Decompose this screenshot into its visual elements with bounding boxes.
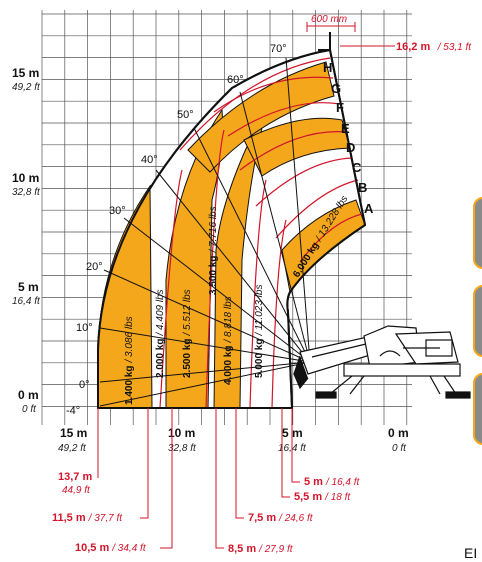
cap-4000: 4.000 kg/ 8.818 lbs — [223, 296, 234, 385]
reach-13-7m-ft: 44,9 ft — [62, 485, 91, 496]
y-label-10m-ft: 32,8 ft — [12, 187, 41, 198]
angle-ray — [103, 269, 311, 363]
reach-7-5m: 7,5 m/ 24,6 ft — [248, 512, 314, 524]
reach-leader-lines — [97, 408, 300, 549]
band-top — [187, 61, 335, 173]
y-label-15m-ft: 49,2 ft — [12, 82, 41, 93]
angle-0: 0° — [79, 379, 90, 391]
radius-arc — [271, 219, 287, 409]
radius-arc — [275, 179, 359, 239]
side-tab-3[interactable] — [473, 373, 482, 445]
angle-20: 20° — [86, 261, 103, 273]
reach-11-5m: 11,5 m/ 37,7 ft — [52, 512, 123, 524]
angle-30: 30° — [109, 205, 126, 217]
radius-arc — [227, 102, 341, 137]
angle-ray — [99, 361, 311, 383]
pos-H: H — [323, 60, 332, 75]
y-label-5m: 5 m — [18, 280, 39, 294]
radius-arc — [205, 129, 225, 409]
extension-letters: H G F E D C B A — [323, 60, 374, 216]
radius-arc — [255, 157, 353, 207]
side-text: EI — [464, 545, 477, 561]
x-axis-labels: 15 m 49,2 ft 10 m 32,8 ft 5 m 16,4 ft 0 … — [58, 426, 409, 454]
angle-ray — [123, 217, 311, 363]
side-tab-2[interactable] — [473, 285, 482, 357]
reach-5-5m: 5,5 m/ 18 ft — [294, 491, 351, 503]
pos-D: D — [346, 140, 355, 155]
y-label-15m: 15 m — [12, 66, 39, 80]
x-label-10m-ft: 32,8 ft — [168, 443, 197, 454]
cap-1400: 1.400 kg/ 3.086 lbs — [124, 316, 135, 405]
side-tabs: EI — [464, 197, 482, 561]
y-label-0m-ft: 0 ft — [22, 404, 37, 415]
radius-arc — [159, 169, 183, 409]
pos-E: E — [341, 121, 350, 136]
angle-50: 50° — [177, 109, 194, 121]
angle-labels: 70° 60° 50° 40° 30° 20° 10° 0° -4° — [66, 43, 287, 417]
pos-A: A — [364, 201, 374, 216]
boom-angle-lines — [99, 57, 311, 407]
boom-tip: 600 mm — [306, 14, 395, 51]
angle-ray — [99, 327, 311, 363]
y-axis-labels: 15 m 49,2 ft 10 m 32,8 ft 5 m 16,4 ft 0 … — [12, 66, 41, 415]
max-height-label: 16,2 m / 53,1 ft — [396, 37, 472, 54]
reach-callouts: 13,7 m 44,9 ft 11,5 m/ 37,7 ft 10,5 m/ 3… — [52, 471, 361, 555]
angle-ray — [193, 127, 311, 363]
angle-ray — [285, 57, 311, 363]
x-label-0m-ft: 0 ft — [392, 443, 407, 454]
cap-2000: 2.000 kg/ 4.409 lbs — [155, 289, 166, 378]
dim-600mm-label: 600 mm — [311, 14, 347, 25]
side-tab-1[interactable] — [473, 197, 482, 269]
angle-10: 10° — [76, 322, 93, 334]
radius-arc — [213, 76, 334, 113]
radius-arc — [179, 57, 331, 151]
angle-ray — [239, 91, 311, 363]
radius-arc — [249, 179, 267, 409]
reach-13-7m: 13,7 m — [58, 471, 92, 483]
pos-F: F — [336, 100, 344, 115]
pos-B: B — [358, 180, 367, 195]
x-label-5m-ft: 16,4 ft — [278, 443, 307, 454]
cap-5000: 5.000 kg/ 11.023 lbs — [254, 285, 265, 378]
angle-60: 60° — [227, 74, 244, 86]
y-label-0m: 0 m — [18, 388, 39, 402]
reach-10-5m: 10,5 m/ 34,4 ft — [75, 542, 147, 554]
cap-2500: 2.500 kg/ 5.512 lbs — [182, 289, 193, 378]
angle-40: 40° — [141, 154, 158, 166]
radius-arcs — [159, 57, 363, 409]
x-label-10m: 10 m — [168, 426, 195, 440]
angle-ray — [155, 169, 311, 363]
pos-G: G — [331, 81, 341, 96]
angle-ray — [99, 361, 311, 407]
angle-minus4: -4° — [66, 405, 80, 417]
x-label-15m-ft: 49,2 ft — [58, 443, 87, 454]
radius-arc — [299, 213, 363, 263]
pos-C: C — [352, 160, 362, 175]
x-label-15m: 15 m — [60, 426, 87, 440]
cap-3500: 3.500 kg/ 7.716 lbs — [208, 206, 219, 295]
working-area-border — [97, 48, 367, 409]
reach-8-5m: 8,5 m/ 27,9 ft — [228, 543, 294, 555]
telehandler-machine — [293, 325, 471, 399]
x-label-0m: 0 m — [388, 426, 409, 440]
y-label-10m: 10 m — [12, 171, 39, 185]
radius-arc — [239, 131, 347, 171]
y-label-5m-ft: 16,4 ft — [12, 296, 41, 307]
angle-70: 70° — [270, 43, 287, 55]
reach-5m: 5 m/ 16,4 ft — [304, 476, 361, 488]
